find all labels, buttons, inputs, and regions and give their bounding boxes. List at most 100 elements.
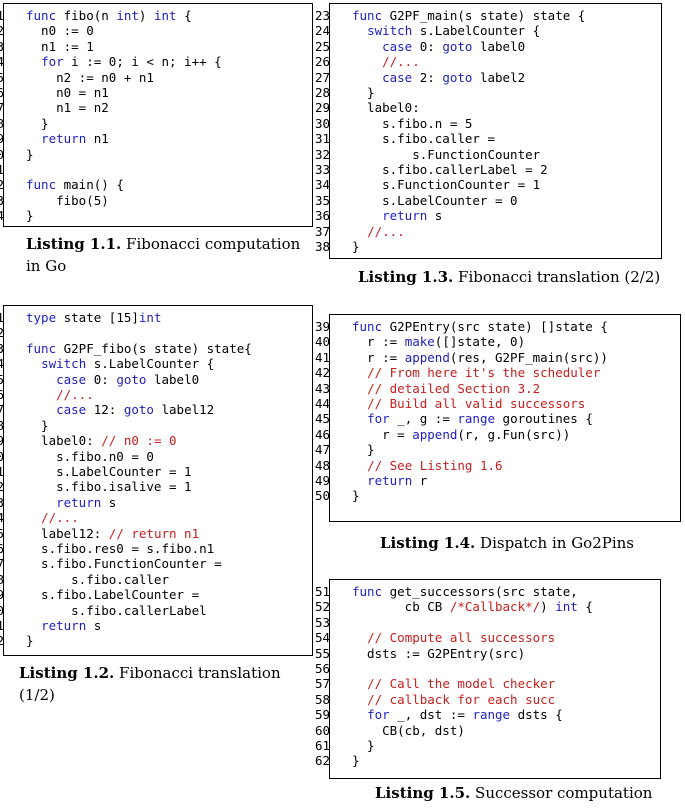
code-token: s.fibo.FunctionCounter = (26, 556, 222, 572)
line-number: 57 (314, 676, 330, 692)
code-text: s.fibo.callerLabel (26, 603, 206, 618)
code-token (26, 131, 41, 146)
code-text: s.fibo.isalive = 1 (26, 479, 191, 494)
code-token: G2PF_main(s state) state { (382, 8, 586, 23)
line-number: 14 (0, 208, 4, 224)
code-text: s.FunctionCounter (352, 147, 540, 162)
line-number: 7 (0, 100, 4, 116)
code-line: 20 s.fibo.callerLabel (0, 603, 312, 618)
code-token: label12 (153, 402, 215, 418)
keyword-token: func (352, 584, 383, 599)
code-line: 58 // callback for each succ (315, 692, 660, 707)
code-token: r := (352, 349, 405, 365)
code-token (26, 510, 41, 525)
code-text: case 0: goto label0 (26, 372, 199, 387)
line-number: 19 (0, 587, 4, 603)
code-line: 53 (315, 615, 660, 630)
code-token: dsts := G2PEntry(src) (352, 645, 526, 661)
keyword-token: goto (442, 38, 473, 54)
code-line: 4 for i := 0; i < n; i++ { (0, 54, 312, 70)
code-token: s.FunctionCounter = 1 (352, 177, 541, 193)
code-token: label0 (146, 371, 200, 387)
code-text: func G2PF_fibo(s state) state{ (26, 341, 252, 356)
code-text: func main() { (26, 177, 124, 192)
line-number: 17 (0, 556, 4, 572)
code-line: 6 n0 = n1 (0, 85, 312, 100)
code-text: s.fibo.res0 = s.fibo.n1 (26, 541, 214, 556)
code-line: 49 return r (315, 473, 680, 488)
code-token: get_successors(src state, (382, 584, 578, 599)
code-text: // callback for each succ (352, 692, 555, 707)
code-line: 13 fibo(5) (0, 192, 312, 208)
comment-token: /*Callback*/ (449, 599, 541, 615)
line-number: 1 (0, 310, 4, 325)
code-text: CB(cb, dst) (352, 723, 465, 738)
line-number: 37 (314, 223, 330, 239)
code-token: i := 0; i < n; i++ { (63, 54, 222, 70)
code-line: 15 label12: // return n1 (0, 526, 312, 541)
code-text: } (352, 85, 375, 100)
code-token: fibo(5) (26, 192, 109, 208)
code-token: s.fibo.callerLabel = 2 (352, 162, 548, 177)
line-number: 8 (0, 115, 4, 131)
line-number: 13 (0, 494, 4, 510)
line-number: 40 (314, 334, 330, 350)
code-token: cb CB (352, 599, 450, 615)
code-token: ) (540, 599, 556, 615)
code-token: label0: (352, 100, 420, 116)
code-token: goroutines { (495, 411, 593, 427)
code-token (352, 39, 382, 54)
code-token: s.fibo.n0 = 0 (26, 448, 154, 464)
line-number: 12 (0, 177, 4, 193)
line-number: 28 (314, 85, 330, 100)
code-text: //... (352, 54, 420, 69)
line-number: 4 (0, 54, 4, 70)
keyword-token: append (404, 349, 450, 365)
code-line: 55 dsts := G2PEntry(src) (315, 645, 660, 661)
code-token: dsts { (510, 707, 563, 723)
keyword-token: for (367, 411, 390, 427)
code-token: G2PF_fibo(s state) state{ (56, 340, 252, 356)
code-line: 33 s.fibo.callerLabel = 2 (315, 162, 661, 177)
code-line: 14} (0, 208, 312, 224)
code-token: } (352, 85, 375, 100)
code-line: 28 } (315, 85, 661, 100)
line-number: 9 (0, 131, 4, 147)
caption-text: Fibonacci translation (1/2) (19, 664, 281, 704)
keyword-token: goto (116, 371, 147, 387)
code-line: 17 s.fibo.FunctionCounter = (0, 556, 312, 572)
code-token: } (26, 208, 34, 224)
line-number: 18 (0, 571, 4, 587)
comment-token: // From here it's the scheduler (367, 365, 601, 381)
code-token: s.LabelCounter { (412, 23, 541, 39)
caption-text: Successor computation (475, 784, 653, 802)
caption-label: Listing 1.2. (19, 664, 115, 682)
code-token (352, 381, 367, 396)
code-token: } (26, 115, 49, 131)
code-text: type state [15]int (26, 310, 161, 325)
code-token: } (352, 738, 375, 753)
comment-token: // callback for each succ (367, 691, 556, 707)
code-line: 13 return s (0, 494, 312, 510)
line-number: 33 (314, 162, 330, 177)
keyword-token: return (56, 494, 102, 510)
code-line: 29 label0: (315, 100, 661, 115)
code-line: 12 s.fibo.isalive = 1 (0, 479, 312, 494)
code-text: func get_successors(src state, (352, 584, 578, 599)
line-number: 56 (314, 661, 330, 676)
code-token (352, 411, 367, 426)
code-token (352, 70, 382, 85)
code-line: 56 (315, 661, 660, 676)
code-token: { (577, 599, 593, 615)
code-text: cb CB /*Callback*/) int { (352, 599, 593, 614)
code-text: label0: (352, 100, 420, 115)
code-text: r := append(res, G2PF_main(src)) (352, 350, 608, 365)
keyword-token: func (26, 8, 57, 23)
keyword-token: range (472, 707, 511, 723)
